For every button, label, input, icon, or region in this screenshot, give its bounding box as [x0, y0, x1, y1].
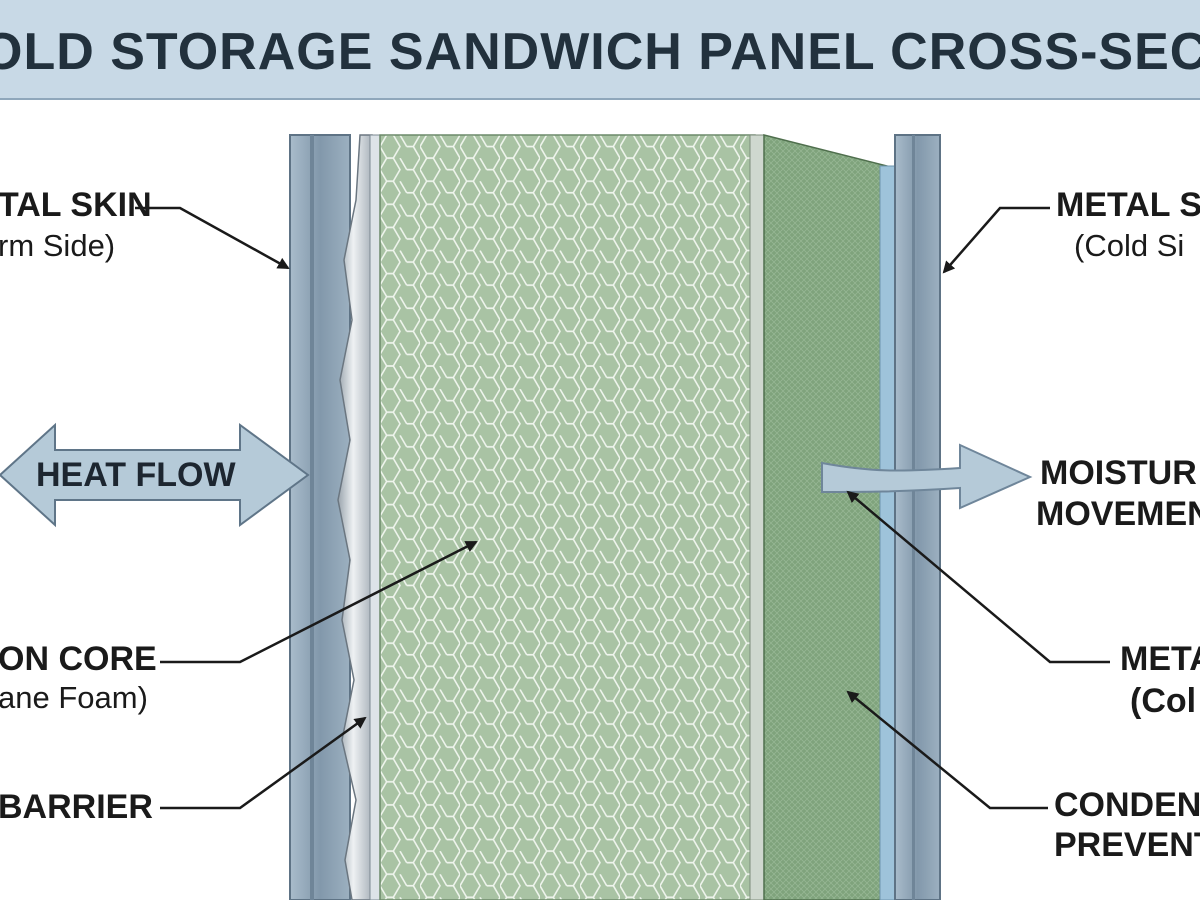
label-condensation-line1: CONDEN — [1054, 786, 1200, 824]
label-barrier: BARRIER — [0, 788, 153, 826]
label-heat-flow: HEAT FLOW — [36, 456, 236, 494]
label-metal-skin-warm: TAL SKIN — [0, 186, 152, 224]
label-metal-cold-2: META — [1120, 640, 1200, 678]
heat-flow-arrow — [0, 422, 310, 528]
label-metal-skin-cold-sub: (Cold Si — [1074, 228, 1185, 263]
label-metal-cold-2-sub: (Col — [1130, 682, 1197, 720]
label-metal-skin-cold: METAL S — [1056, 186, 1200, 224]
insulation-core — [379, 134, 756, 901]
label-condensation-line2: PREVENT — [1054, 826, 1200, 864]
title-bar: OLD STORAGE SANDWICH PANEL CROSS-SECTIO — [0, 0, 1200, 100]
label-insulation-core: ON CORE — [0, 640, 157, 678]
cross-section-svg — [0, 134, 1110, 901]
panel-diagram: TAL SKIN rm Side) METAL S (Cold Si HEAT … — [0, 100, 1200, 901]
page-title: OLD STORAGE SANDWICH PANEL CROSS-SECTIO — [0, 23, 1200, 81]
label-insulation-core-sub: ane Foam) — [0, 680, 148, 715]
metal-skin-warm — [289, 134, 351, 901]
metal-skin-cold — [894, 134, 941, 901]
label-metal-skin-warm-sub: rm Side) — [0, 228, 116, 263]
label-moisture-line2: MOVEMEN — [1036, 495, 1200, 533]
label-moisture-line1: MOISTUR — [1040, 454, 1197, 492]
cold-side-layer — [763, 134, 896, 901]
